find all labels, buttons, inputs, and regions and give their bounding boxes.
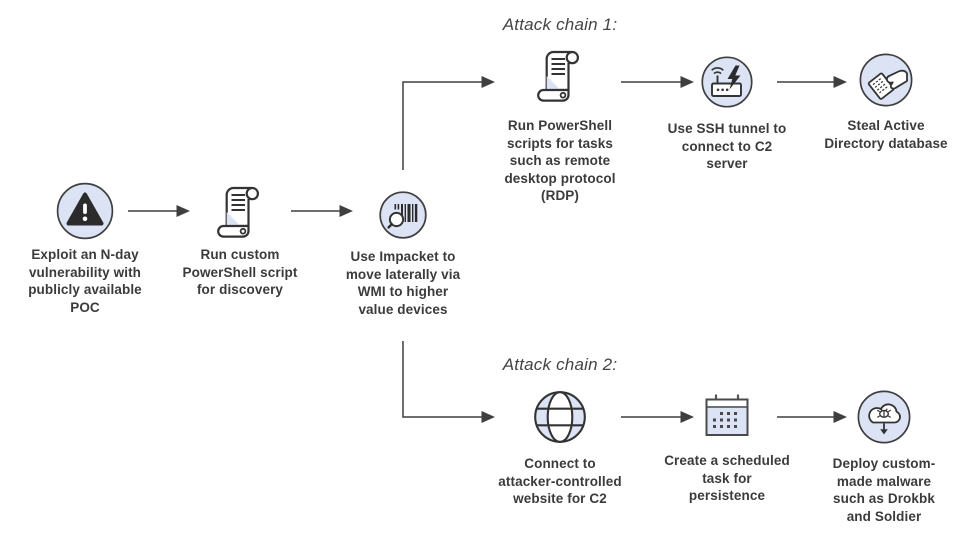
node-caption: Run PowerShell scripts for tasks such as…: [504, 118, 616, 203]
node-caption: Use Impacket to move laterally via WMI t…: [345, 249, 461, 317]
node-run-powershell-rdp: Run PowerShell scripts for tasks such as…: [485, 47, 635, 205]
node-caption: Run custom PowerShell script for discove…: [182, 247, 298, 297]
branch-to-chain2: [402, 341, 495, 423]
scroll-script-icon: [537, 50, 580, 102]
node-impacket-lateral: Use Impacket to move laterally via WMI t…: [328, 191, 478, 318]
node-exploit-nday: Exploit an N-day vulnerability with publ…: [10, 182, 160, 316]
node-caption: Steal Active Directory database: [824, 118, 948, 151]
globe-icon: [534, 391, 586, 443]
cloud-malware-download-icon: [857, 390, 911, 444]
node-caption: Connect to attacker-controlled website f…: [498, 456, 622, 506]
hand-stealing-document-icon: [859, 53, 913, 107]
barcode-bars: [394, 204, 418, 222]
node-scheduled-task: Create a scheduled task for persistence: [652, 391, 802, 505]
node-caption: Create a scheduled task for persistence: [664, 453, 790, 503]
chain1-title: Attack chain 1:: [502, 15, 618, 34]
branch-to-chain1: [402, 76, 495, 170]
barcode-scan-icon: [379, 191, 427, 239]
calendar-icon: [705, 394, 749, 436]
node-caption: Deploy custom- made malware such as Drok…: [832, 456, 936, 524]
warning-icon: [56, 182, 114, 240]
node-caption: Use SSH tunnel to connect to C2 server: [667, 121, 787, 171]
calendar-dots: [713, 412, 737, 428]
node-deploy-malware: Deploy custom- made malware such as Drok…: [809, 390, 959, 525]
node-connect-attacker-website: Connect to attacker-controlled website f…: [485, 389, 635, 508]
node-steal-ad-database: Steal Active Directory database: [811, 53, 961, 152]
node-caption: Exploit an N-day vulnerability with publ…: [28, 247, 142, 315]
bug-glyph: [876, 408, 892, 418]
node-ssh-tunnel-c2: Use SSH tunnel to connect to C2 server: [652, 56, 802, 173]
node-run-custom-powershell: Run custom PowerShell script for discove…: [165, 183, 315, 299]
chain2-title: Attack chain 2:: [502, 355, 618, 374]
scroll-script-icon: [217, 186, 260, 238]
router-lightning-icon: [701, 56, 753, 108]
